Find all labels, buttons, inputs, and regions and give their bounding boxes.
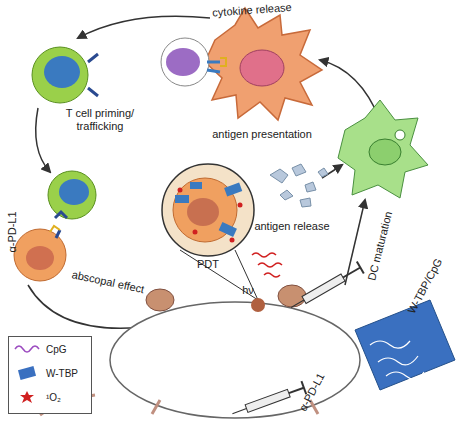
legend-row: CpG (13, 341, 67, 357)
legend-sample (13, 341, 41, 357)
legend-row: ¹O₂ (13, 389, 61, 405)
legend-text: W-TBP (46, 368, 78, 379)
legend-sample (13, 389, 41, 405)
annotation-label: DC maturation (365, 210, 394, 282)
legend-sample (13, 365, 41, 381)
annotation-label: antigen presentation (212, 128, 312, 141)
legend-text: ¹O₂ (46, 392, 61, 403)
legend-box: CpG W-TBP ¹O₂ (8, 336, 92, 414)
annotation-label: α-PD-L1 (6, 211, 19, 252)
legend-row: W-TBP (13, 365, 78, 381)
annotation-label: abscopal effect (71, 268, 146, 296)
annotation-label: PDT (197, 258, 219, 271)
annotation-label: T cell priming/ trafficking (50, 107, 150, 132)
annotation-label: hν (242, 284, 254, 297)
legend-text: CpG (46, 344, 67, 355)
annotation-label: antigen release (254, 220, 329, 233)
